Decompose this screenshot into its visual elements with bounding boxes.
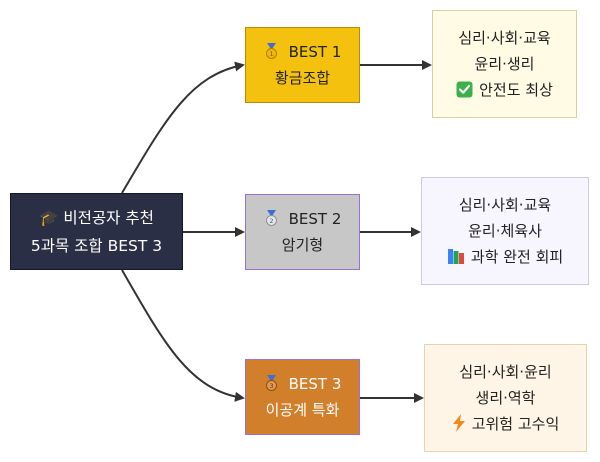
lightning-icon: [452, 414, 465, 432]
best3-rank: BEST 3: [288, 375, 342, 393]
svg-text:1: 1: [269, 51, 273, 58]
edge-root-best1: [121, 61, 245, 194]
gold-medal-icon: 1: [265, 43, 277, 59]
detail-1-note: 안전도 최상: [479, 81, 553, 99]
svg-text:3: 3: [269, 383, 273, 390]
edge-root-best3: [121, 269, 245, 402]
detail-3-subjects-line-1: 심리·사회·윤리: [459, 363, 552, 381]
svg-text:2: 2: [269, 218, 273, 225]
detail-2-subjects-line-1: 심리·사회·교육: [458, 196, 552, 214]
detail-1-subjects-line-1: 심리·사회·교육: [458, 29, 551, 47]
bronze-medal-icon: 3: [265, 375, 277, 391]
detail-node-3: 심리·사회·윤리 생리·역학 고위험 고수익: [424, 344, 587, 452]
best1-name: 황금조합: [274, 69, 331, 87]
best1-rank: BEST 1: [288, 43, 342, 61]
best2-name: 암기형: [281, 236, 324, 254]
silver-medal-icon: 2: [265, 210, 277, 226]
check-mark-icon: [456, 81, 473, 98]
best2-node: 2 BEST 2 암기형: [245, 194, 360, 270]
detail-node-1: 심리·사회·교육 윤리·생리 안전도 최상: [432, 10, 577, 118]
detail-2-note: 과학 완전 회피: [470, 248, 564, 266]
root-node: 🎓 비전공자 추천 5과목 조합 BEST 3: [10, 193, 183, 270]
detail-node-2: 심리·사회·교육 윤리·체육사 과학 완전 회피: [421, 177, 589, 285]
best1-node: 1 BEST 1 황금조합: [245, 27, 360, 103]
root-subtitle: 5과목 조합 BEST 3: [30, 236, 163, 255]
best3-name: 이공계 특화: [265, 401, 340, 419]
detail-3-subjects-line-2: 생리·역학: [475, 389, 536, 407]
detail-3-note: 고위험 고수익: [471, 415, 560, 433]
best3-node: 3 BEST 3 이공계 특화: [245, 359, 360, 435]
books-icon: [447, 249, 464, 264]
best2-rank: BEST 2: [288, 210, 342, 228]
root-title: 🎓 비전공자 추천: [39, 208, 154, 227]
detail-2-subjects-line-2: 윤리·체육사: [468, 222, 542, 240]
detail-1-subjects-line-2: 윤리·생리: [474, 55, 535, 73]
